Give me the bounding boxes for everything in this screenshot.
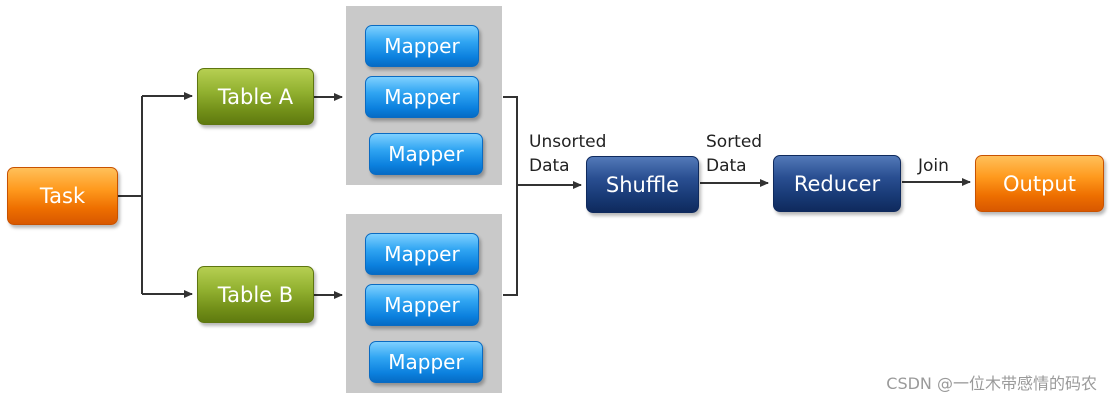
mapper-label: Mapper — [384, 34, 460, 58]
unsorted-data-label: Unsorted Data — [529, 130, 606, 178]
sorted-label-line1: Sorted — [706, 132, 763, 152]
mapper-label: Mapper — [384, 242, 460, 266]
table-a-label: Table A — [217, 84, 294, 109]
output-node: Output — [975, 155, 1104, 212]
sorted-data-label: Sorted Data — [706, 130, 762, 178]
task-node: Task — [7, 167, 118, 225]
table-b-label: Table B — [217, 282, 294, 307]
shuffle-node: Shuffle — [586, 156, 699, 213]
unsorted-label-line1: Unsorted — [529, 132, 607, 152]
join-label-text: Join — [918, 156, 949, 176]
reducer-node: Reducer — [773, 155, 901, 212]
edge-mappers-b-out — [503, 185, 518, 296]
mapper-label: Mapper — [388, 142, 464, 166]
mapper-b2: Mapper — [365, 284, 479, 326]
output-label: Output — [1003, 171, 1076, 196]
table-b-node: Table B — [197, 266, 314, 323]
shuffle-label: Shuffle — [605, 172, 680, 197]
mapper-a1: Mapper — [365, 25, 479, 67]
mapper-a2: Mapper — [365, 76, 479, 118]
mapper-label: Mapper — [384, 85, 460, 109]
edge-mappers-a-out — [503, 96, 518, 185]
mapper-a3: Mapper — [369, 133, 483, 175]
sorted-label-line2: Data — [706, 156, 747, 176]
mapper-label: Mapper — [388, 350, 464, 374]
join-label: Join — [918, 154, 949, 178]
reducer-label: Reducer — [793, 171, 881, 196]
mapper-b3: Mapper — [369, 341, 483, 383]
table-a-node: Table A — [197, 68, 314, 125]
mapper-b1: Mapper — [365, 233, 479, 275]
watermark-text: CSDN @一位木带感情的码农 — [886, 374, 1097, 393]
mapper-label: Mapper — [384, 293, 460, 317]
task-label: Task — [39, 184, 86, 208]
unsorted-label-line2: Data — [529, 156, 570, 176]
